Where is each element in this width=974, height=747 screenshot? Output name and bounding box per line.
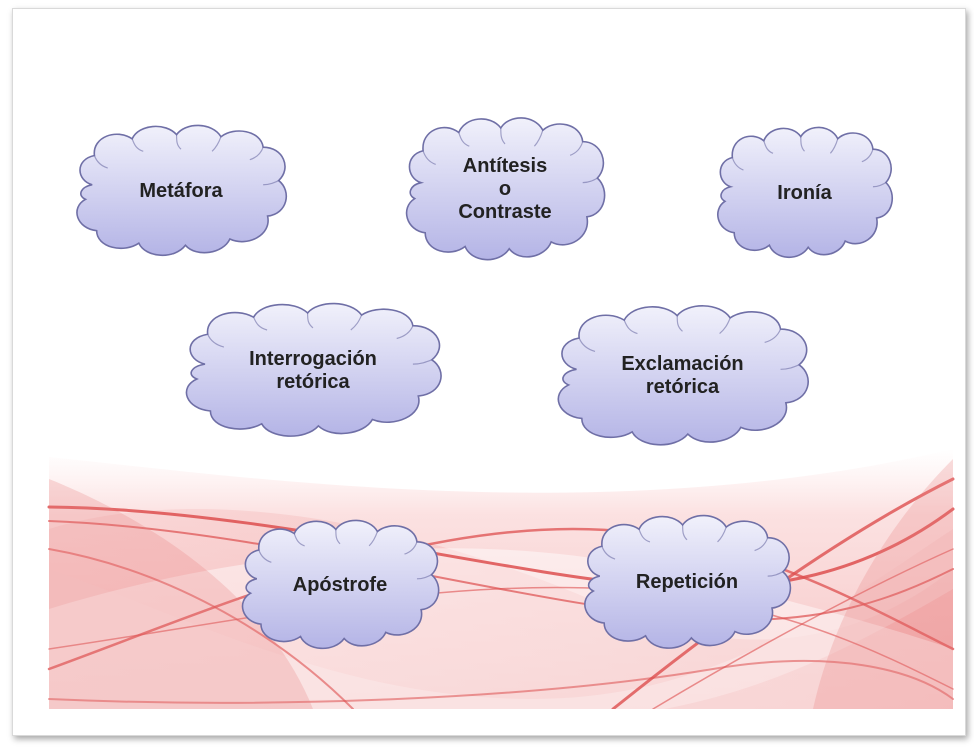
- cloud-shape: [178, 298, 448, 443]
- cloud-label-line: Repetición: [635, 571, 739, 593]
- cloud-metafora: Metáfora: [70, 120, 292, 262]
- cloud-shape: [712, 122, 897, 264]
- cloud-shape: [578, 510, 796, 655]
- cloud-repeticion: Repetición: [578, 510, 796, 655]
- cloud-label-line: retórica: [276, 370, 350, 393]
- cloud-label-line: Antítesis: [462, 155, 548, 177]
- cloud-label-line: Ironía: [777, 181, 832, 204]
- cloud-label-metafora: Metáfora: [70, 120, 292, 262]
- cloud-label-line: Contraste: [458, 201, 552, 223]
- cloud-label-line: Metáfora: [139, 179, 223, 202]
- cloud-ironia: Ironía: [712, 122, 897, 264]
- cloud-shape: [550, 300, 815, 452]
- cloud-label-repeticion: Repetición: [578, 510, 796, 655]
- cloud-label-line: Exclamación: [621, 353, 744, 375]
- cloud-label-line: Interrogación: [249, 347, 377, 370]
- cloud-apostrofe: Apóstrofe: [236, 515, 444, 655]
- cloud-label-apostrofe: Apóstrofe: [236, 515, 444, 655]
- cloud-label-ironia: Ironía: [712, 122, 897, 264]
- cloud-shape: [70, 120, 292, 262]
- cloud-label-line: Apóstrofe: [292, 573, 388, 596]
- cloud-label-line: retórica: [645, 376, 720, 398]
- cloud-label-line: o: [498, 178, 512, 200]
- cloud-shape: [236, 515, 444, 655]
- cloud-shape: [400, 112, 610, 267]
